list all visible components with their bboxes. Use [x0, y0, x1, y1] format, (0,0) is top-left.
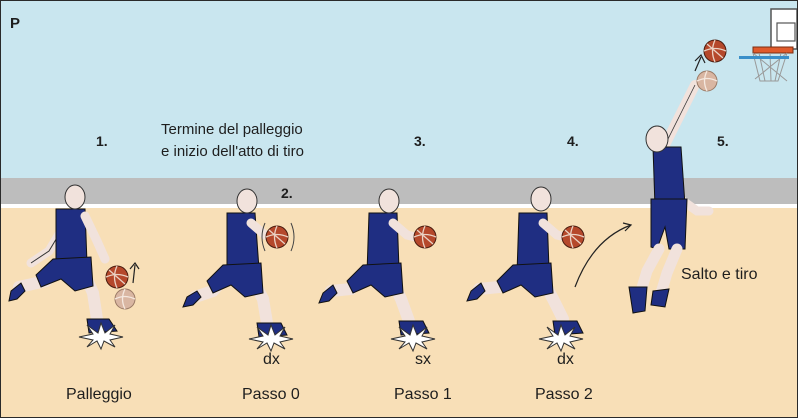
step-number-4: 4. [567, 133, 579, 149]
basket-hoop [739, 8, 797, 82]
foot-label-4: dx [557, 351, 574, 368]
step-number-2: 2. [281, 185, 293, 201]
caption-top: Termine del palleggio e inizio dell'atto… [161, 119, 304, 163]
player-1 [8, 184, 118, 334]
player-3 [318, 188, 430, 336]
step-label-2: Passo 0 [242, 386, 300, 403]
caption-line-1: Termine del palleggio [161, 121, 303, 138]
step-number-3: 3. [414, 133, 426, 149]
step-label-4: Passo 2 [535, 386, 593, 403]
step-number-1: 1. [96, 133, 108, 149]
foot-label-3: sx [415, 351, 431, 368]
floor-area [1, 208, 797, 417]
step-label-3: Passo 1 [394, 386, 452, 403]
caption-line-2: e inizio dell'atto di tiro [161, 143, 304, 160]
step-number-5: 5. [717, 133, 729, 149]
player-5 [628, 80, 714, 314]
foot-label-2: dx [263, 351, 280, 368]
step-label-1: Palleggio [66, 386, 132, 403]
panel-label: P [10, 15, 21, 32]
jump-label: Salto e tiro [681, 266, 758, 283]
